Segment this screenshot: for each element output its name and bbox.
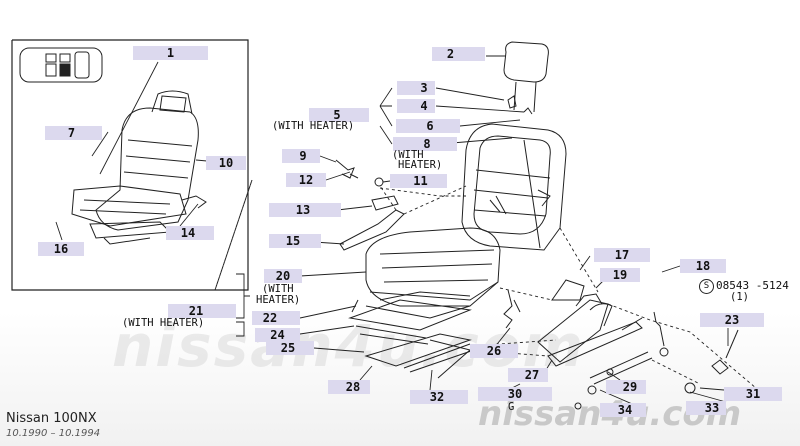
callout-3: 3 (397, 81, 435, 95)
note-with-heater-21: (WITH HEATER) (122, 317, 205, 329)
callout-4: 4 (397, 99, 435, 113)
callout-31: 31 (724, 387, 782, 401)
callout-30: 30 (478, 387, 552, 401)
callout-11: 11 (390, 174, 447, 188)
callout-12: 12 (286, 173, 326, 187)
leader-lines (55, 55, 729, 411)
callout-20: 20 (264, 269, 302, 283)
callout-7: 7 (45, 126, 102, 140)
callout-25: 25 (266, 341, 314, 355)
callout-5: 5 (309, 108, 369, 122)
side-cover (339, 195, 405, 251)
screw-part-number: 08543 -5124 (716, 279, 789, 292)
inset-frame (11, 39, 249, 291)
callout-1: 1 (133, 46, 208, 60)
model-dates: 10.1990 – 10.1994 (6, 428, 101, 439)
recliner-mechanism (537, 279, 653, 385)
callout-27: 27 (508, 368, 548, 382)
callout-18: 18 (680, 259, 726, 273)
callout-34: 34 (600, 403, 646, 417)
callout-16: 16 (38, 242, 84, 256)
callout-10: 10 (206, 156, 246, 170)
note-with-8: (WITH (392, 149, 424, 161)
callout-33: 33 (686, 401, 726, 415)
note-with-heater-5: (WITH HEATER) (272, 120, 355, 132)
callout-15: 15 (269, 234, 321, 248)
screw-symbol: S (699, 279, 714, 294)
note-with-20: (WITH (262, 283, 294, 295)
callout-22: 22 (252, 311, 300, 325)
callout-32: 32 (410, 390, 468, 404)
callout-13: 13 (269, 203, 341, 217)
seat-cushion (365, 227, 501, 319)
callout-24: 24 (255, 328, 300, 342)
callout-9: 9 (282, 149, 320, 163)
callout-23: 23 (700, 313, 764, 327)
car-location-icon (19, 47, 103, 83)
inset-seat (71, 90, 207, 245)
note-heater-20: HEATER) (256, 294, 301, 306)
seat-frame (348, 299, 475, 373)
note-sub-g: G (508, 401, 515, 413)
callout-6: 6 (396, 119, 460, 133)
callout-29: 29 (606, 380, 646, 394)
callout-2: 2 (432, 47, 485, 61)
callout-19: 19 (600, 268, 640, 282)
note-heater-8: HEATER) (398, 159, 443, 171)
callout-8: 8 (393, 137, 457, 151)
inset-pointer (214, 179, 253, 291)
headrest (503, 41, 549, 113)
seatback (461, 123, 567, 251)
callout-17: 17 (594, 248, 650, 262)
callout-28: 28 (328, 380, 370, 394)
callout-26: 26 (470, 344, 518, 358)
callout-21: 21 (168, 304, 236, 318)
model-title: Nissan 100NX (6, 411, 97, 426)
screw-quantity: (1) (730, 291, 749, 303)
callout-14: 14 (166, 226, 214, 240)
